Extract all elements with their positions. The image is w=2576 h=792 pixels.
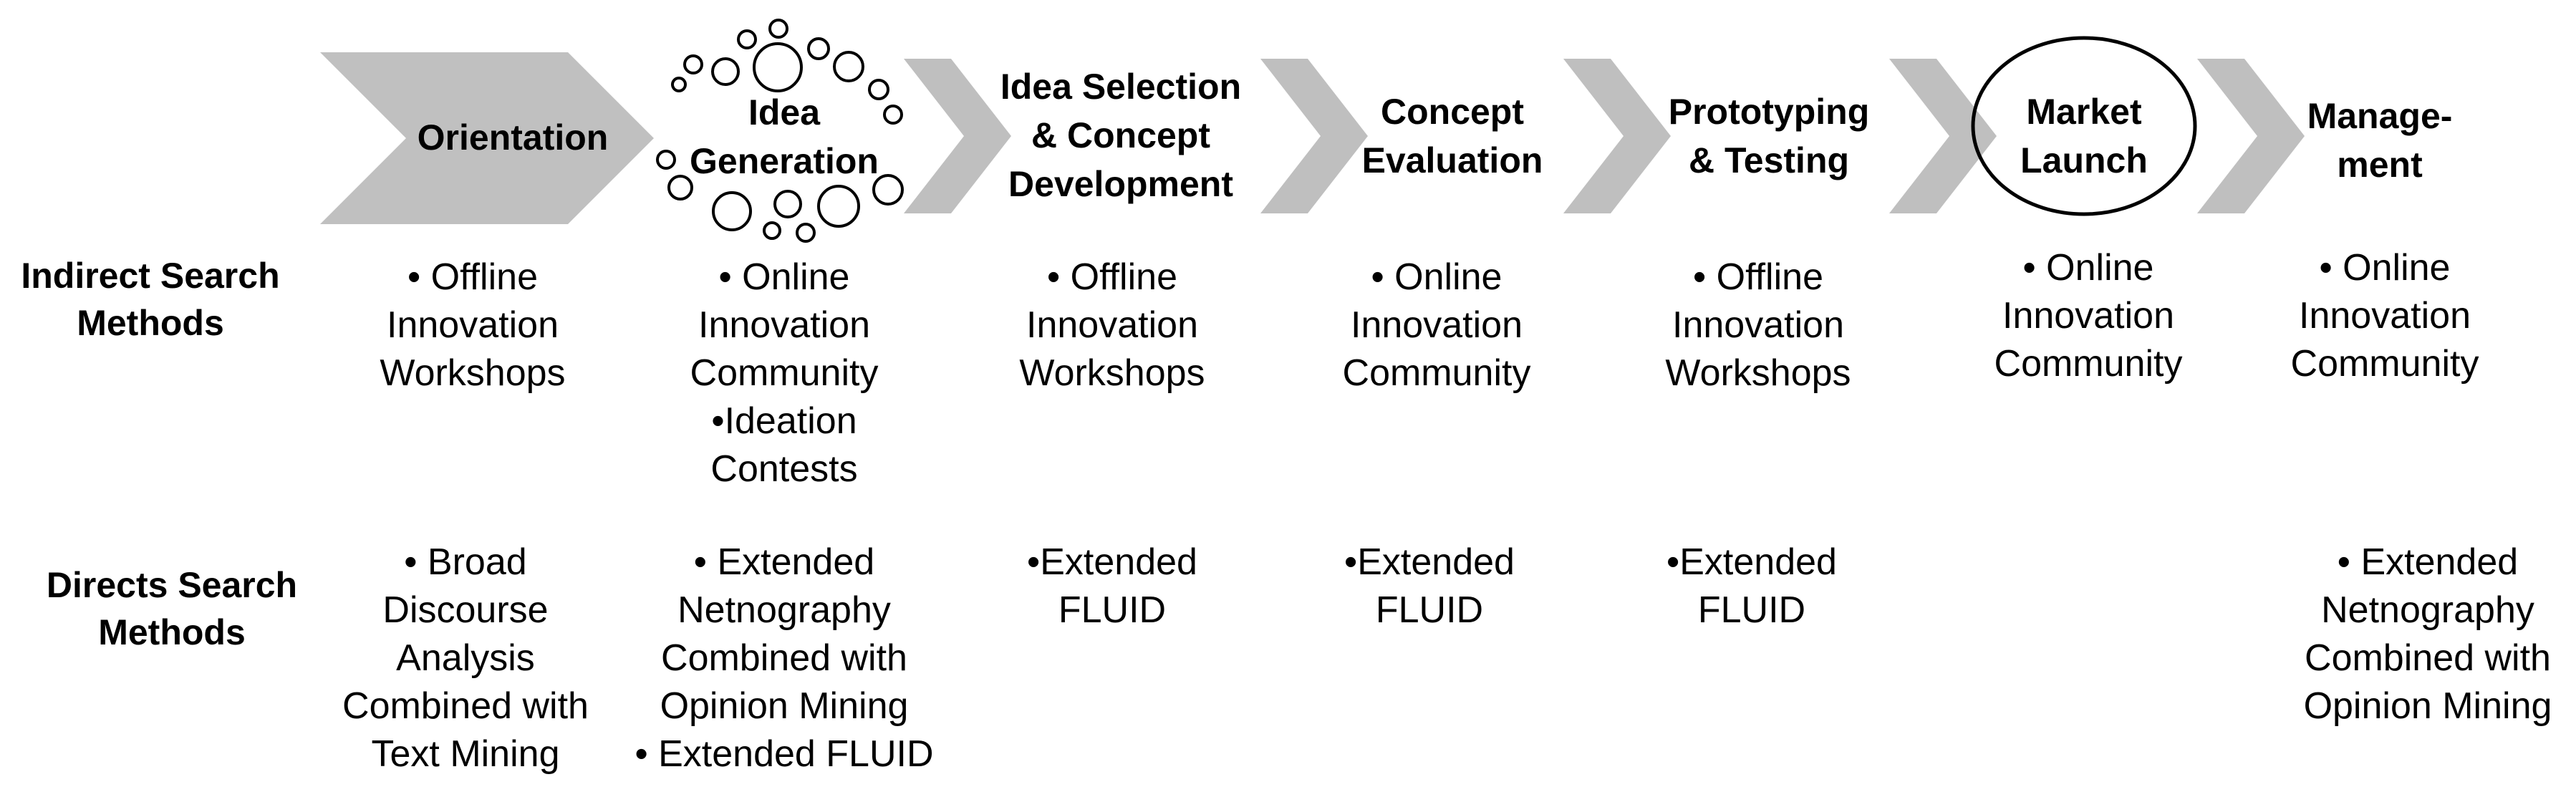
direct-cell-idea-generation-line-3: Combined with [661, 637, 907, 679]
row-label-direct-line-1: Directs Search [46, 565, 298, 605]
direct-cell-idea-selection-line-1: •Extended [1027, 541, 1197, 583]
indirect-cell-idea-generation-line-3: Community [690, 352, 879, 394]
direct-cell-management-line-2: Netnography [2321, 589, 2534, 631]
stage-management-line-2: ment [2337, 145, 2423, 185]
stage-concept-evaluation-line-2: Evaluation [1361, 140, 1543, 180]
direct-cell-prototyping-line-2: FLUID [1697, 589, 1806, 631]
indirect-cell-orientation-line-1: • Offline [407, 256, 538, 298]
stage-prototyping-line-1: Prototyping [1668, 92, 1870, 132]
stage-concept-evaluation-line-1: Concept [1381, 92, 1524, 132]
direct-cell-orientation-line-1: • Broad [404, 541, 527, 583]
stage-market-launch-line-2: Launch [2020, 140, 2148, 180]
direct-cell-concept-evaluation-line-1: •Extended [1344, 541, 1515, 583]
indirect-cell-concept-evaluation-line-1: • Online [1371, 256, 1502, 298]
indirect-cell-management-line-3: Community [2290, 343, 2479, 385]
indirect-cell-concept-evaluation-line-3: Community [1342, 352, 1531, 394]
stage-orientation: Orientation [405, 113, 620, 162]
indirect-cell-idea-selection-line-2: Innovation [1026, 304, 1198, 346]
direct-cell-management-line-4: Opinion Mining [2303, 685, 2552, 727]
direct-cell-orientation-line-3: Analysis [396, 637, 535, 679]
indirect-cell-market-launch-line-3: Community [1994, 343, 2183, 385]
separator-chevron-2 [1260, 59, 1368, 213]
stage-prototyping: Prototyping & Testing [1647, 87, 1891, 185]
direct-cell-orientation-line-2: Discourse [382, 589, 549, 631]
direct-cell-prototyping-line-1: •Extended [1666, 541, 1837, 583]
indirect-cell-idea-generation-line-1: • Online [718, 256, 850, 298]
indirect-cell-prototyping-line-3: Workshops [1665, 352, 1851, 394]
orientation-chevron [320, 52, 654, 224]
indirect-cell-idea-generation-line-2: Innovation [698, 304, 870, 346]
row-label-indirect-line-2: Methods [77, 303, 224, 343]
stage-idea-generation-line-2: Generation [690, 141, 879, 181]
direct-cell-management-line-1: • Extended [2337, 541, 2519, 583]
separator-chevron-3 [1563, 59, 1671, 213]
stage-market-launch-line-1: Market [2026, 92, 2142, 132]
stage-management-line-1: Manage- [2307, 96, 2453, 136]
indirect-cell-concept-evaluation-line-2: Innovation [1351, 304, 1523, 346]
direct-cell-orientation-line-5: Text Mining [371, 733, 560, 775]
row-label-indirect-line-1: Indirect Search [21, 256, 280, 296]
stage-orientation-line-1: Orientation [417, 117, 609, 158]
row-label-direct-line-2: Methods [98, 612, 246, 652]
stage-idea-selection-line-2: & Concept [1031, 115, 1210, 155]
indirect-cell-management-line-2: Innovation [2299, 295, 2471, 337]
stage-management: Manage-ment [2280, 92, 2480, 189]
indirect-cell-market-launch-line-2: Innovation [2002, 295, 2174, 337]
market-launch-ellipse [1971, 36, 2197, 216]
indirect-cell-prototyping-line-2: Innovation [1672, 304, 1844, 346]
direct-cell-idea-generation-line-1: • Extended [693, 541, 875, 583]
idea-bubbles [656, 19, 904, 243]
direct-cell-orientation-line-4: Combined with [342, 685, 589, 727]
indirect-cell-prototyping-line-1: • Offline [1693, 256, 1823, 298]
indirect-cell-orientation-line-2: Innovation [387, 304, 559, 346]
stage-idea-selection-line-1: Idea Selection [1000, 67, 1242, 107]
direct-cell-idea-generation-line-2: Netnography [677, 589, 891, 631]
direct-cell-idea-selection-line-2: FLUID [1058, 589, 1167, 631]
indirect-cell-market-launch-line-1: • Online [2022, 247, 2154, 289]
direct-cell-management-line-3: Combined with [2305, 637, 2551, 679]
separator-chevron-5 [2197, 59, 2305, 213]
indirect-cell-idea-generation-line-5: Contests [710, 448, 858, 490]
direct-cell-concept-evaluation-line-2: FLUID [1375, 589, 1484, 631]
stage-idea-selection-line-3: Development [1008, 164, 1233, 204]
direct-cell-idea-generation-line-4: Opinion Mining [660, 685, 909, 727]
stage-idea-generation-line-1: Idea [748, 92, 821, 132]
indirect-cell-idea-generation-line-4: •Ideation [711, 400, 857, 442]
stage-prototyping-line-2: & Testing [1688, 140, 1850, 180]
indirect-cell-management-line-1: • Online [2319, 247, 2451, 289]
indirect-cell-idea-selection-line-1: • Offline [1047, 256, 1177, 298]
direct-cell-idea-generation-line-5: • Extended FLUID [635, 733, 934, 775]
indirect-cell-orientation-line-3: Workshops [380, 352, 566, 394]
separator-chevron-1 [904, 59, 1011, 213]
indirect-cell-idea-selection-line-3: Workshops [1019, 352, 1205, 394]
